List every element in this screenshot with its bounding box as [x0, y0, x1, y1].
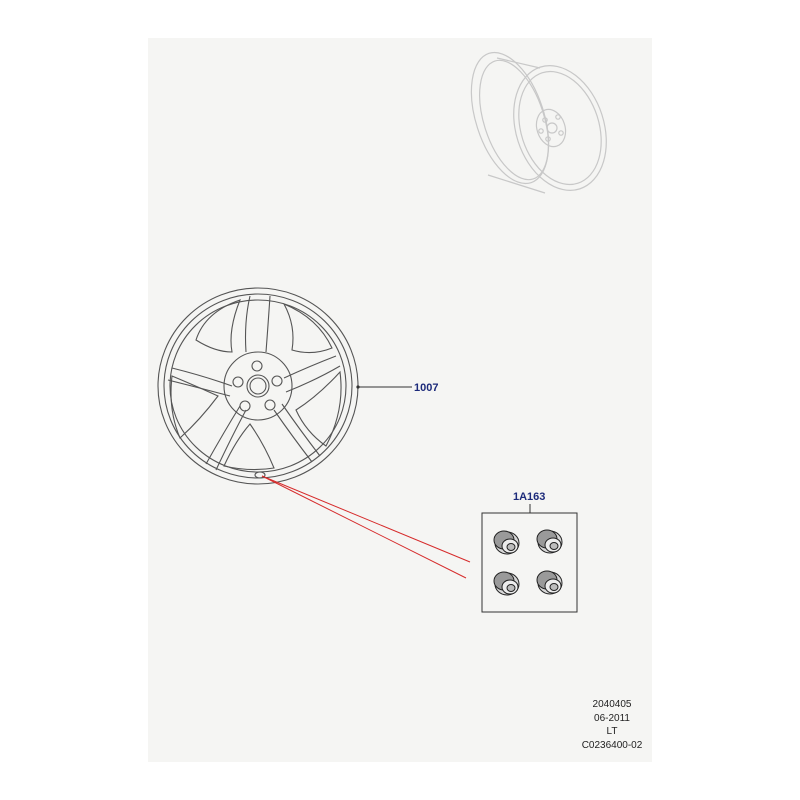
callout-locking-nut-kit: 1A163 [513, 491, 546, 503]
locking-wheel-nut-icon [493, 529, 563, 596]
info-region: LT [606, 726, 618, 737]
info-date: 06-2011 [594, 712, 630, 724]
leader-line-red-lower [261, 475, 467, 579]
info-code: 2040405 [592, 699, 632, 710]
info-illustration-id: C0236400-02 [581, 739, 643, 751]
spare-wheel-outline-icon [470, 51, 607, 194]
illustration-info-block: 2040405 06-2011 LT C0236400-02 [532, 698, 652, 752]
diagram-sheet [148, 38, 652, 762]
five-spoke-alloy-wheel-icon [157, 287, 359, 485]
locking-nut-kit-box [481, 512, 578, 613]
callout-wheel: 1007 [414, 382, 439, 394]
leader-line-red-upper [261, 475, 471, 563]
